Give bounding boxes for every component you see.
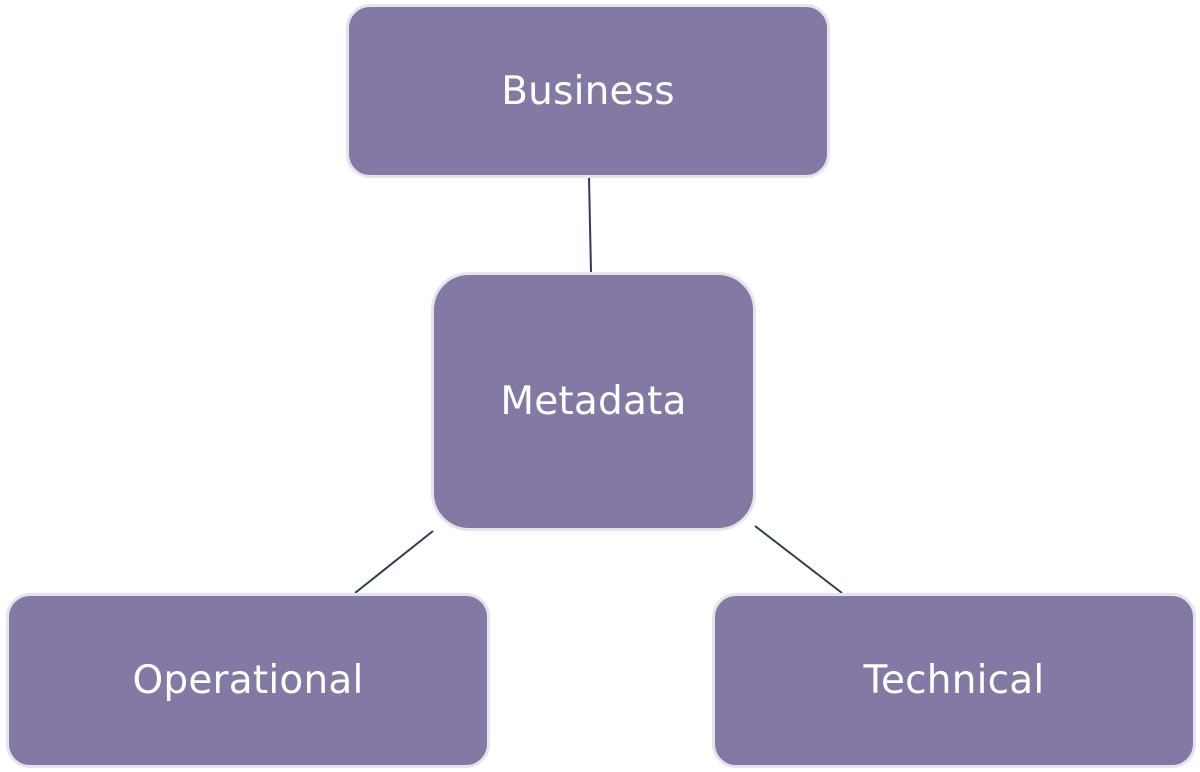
node-metadata: Metadata: [431, 272, 756, 531]
connector-metadata-technical: [754, 525, 843, 594]
node-business: Business: [346, 4, 830, 178]
node-operational-label: Operational: [132, 658, 364, 703]
node-business-label: Business: [501, 68, 675, 114]
node-technical: Technical: [712, 593, 1196, 768]
connector-metadata-operational: [354, 530, 434, 594]
connector-business-metadata: [588, 177, 592, 273]
node-technical-label: Technical: [863, 658, 1045, 703]
node-metadata-label: Metadata: [500, 379, 687, 424]
node-operational: Operational: [6, 593, 490, 768]
